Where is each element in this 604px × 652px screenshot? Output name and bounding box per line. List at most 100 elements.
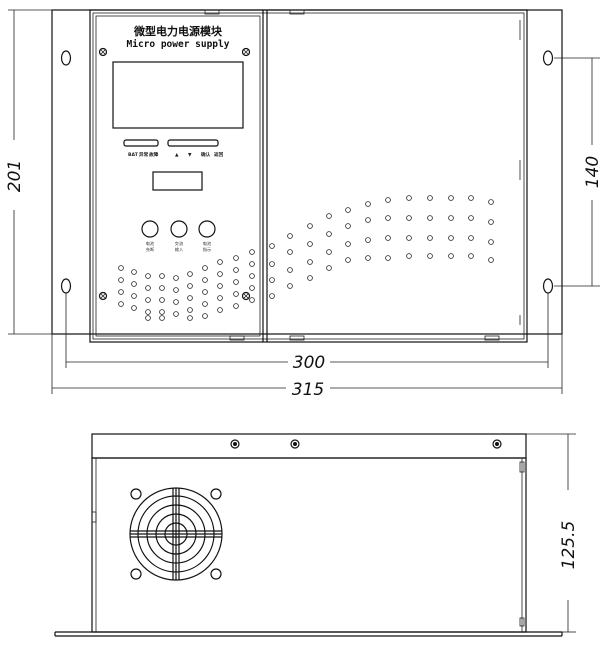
vent-hole [307,241,313,247]
vent-hole [269,293,275,299]
button-strip-right[interactable] [167,139,219,147]
vent-hole [131,281,137,287]
knob-battery-switch[interactable] [141,220,159,238]
vent-hole [406,195,412,201]
vent-hole [365,237,371,243]
vent-hole [233,291,239,297]
vent-hole [159,315,165,321]
screw-top-right [241,47,251,57]
vent-hole [217,271,223,277]
knob-label-3a: 电池 [203,240,212,246]
vent-hole [427,235,433,241]
vent-hole [145,273,151,279]
vent-hole [406,235,412,241]
vent-hole [385,197,391,203]
dimension-total-width-label: 315 [292,380,324,400]
dimension-hole-spacing-label: 140 [583,156,603,188]
vent-hole [345,257,351,263]
knob-label-2b: 输入 [175,246,184,253]
mounting-hole-bottom-right [542,278,554,294]
vent-hole [118,301,124,307]
vent-hole [217,307,223,313]
button-label-up: ▲ [175,153,179,158]
vent-hole [307,259,313,265]
vent-hole [326,213,332,219]
vent-hole [326,231,332,237]
mounting-hole-bottom-left [60,278,72,294]
vent-hole [488,257,494,263]
vent-hole [406,215,412,221]
vent-hole [217,283,223,289]
knob-battery-indicator[interactable] [198,220,216,238]
front-view: 微型电力电源模块 Micro power supply BAT 异常 故障 ▲ … [51,9,563,343]
vent-hole [287,249,293,255]
vent-hole [202,289,208,295]
vent-hole [488,219,494,225]
dimension-hole-spacing: 140 [554,57,603,287]
vent-hole [365,201,371,207]
vent-hole [173,311,179,317]
side-screw-1 [230,439,240,449]
fan-grill [129,487,223,581]
side-screw-2 [290,439,300,449]
vent-hole [217,295,223,301]
vent-hole [448,253,454,259]
vent-hole [326,249,332,255]
vent-hole [427,253,433,259]
dimension-depth: 125.5 [526,433,579,633]
button-label-back: 返回 [214,151,224,158]
vent-hole [385,255,391,261]
vent-hole [365,217,371,223]
button-label-down: ▼ [188,153,192,158]
mounting-hole-top-right [542,50,554,66]
vent-hole [118,265,124,271]
vent-hole [269,277,275,283]
vent-hole [187,295,193,301]
vent-hole [468,195,474,201]
fan-mount-hole-br [210,568,222,580]
vent-hole [249,249,255,255]
vent-hole [307,275,313,281]
vent-hole [269,243,275,249]
vent-hole [233,267,239,273]
vent-hole [385,215,391,221]
vent-hole [173,299,179,305]
vent-hole [173,287,179,293]
vent-hole [345,207,351,213]
dimension-height-label: 201 [5,160,25,192]
knob-label-2a: 交流 [175,240,184,247]
side-screw-3 [492,439,502,449]
dimension-hole-width: 300 [65,293,549,373]
knob-label-1a: 电池 [146,240,155,246]
dimension-hole-width-label: 300 [293,353,325,373]
dimension-depth-label: 125.5 [559,521,579,570]
chassis-body [89,9,528,343]
ventilation-holes [118,195,494,321]
knob-ac-input[interactable] [170,220,188,238]
side-body [91,457,527,633]
vent-hole [249,273,255,279]
screw-bottom-left [98,291,108,301]
vent-hole [233,279,239,285]
vent-hole [131,305,137,311]
vent-hole [287,283,293,289]
vent-hole [249,285,255,291]
button-label-fault: 故障 [149,151,159,158]
knob-label-3b: 指示 [203,246,211,253]
vent-hole [145,315,151,321]
vent-hole [249,297,255,303]
vent-hole [131,269,137,275]
button-strip-left[interactable] [123,139,159,147]
vent-hole [307,223,313,229]
vent-hole [448,215,454,221]
vent-hole [249,261,255,267]
vent-hole [187,315,193,321]
lcd-display [112,61,244,129]
vent-hole [326,265,332,271]
knob-label-1b: 充断 [146,246,155,253]
vent-hole [427,215,433,221]
vent-hole [159,309,165,315]
vent-hole [173,275,179,281]
side-view [54,433,563,637]
